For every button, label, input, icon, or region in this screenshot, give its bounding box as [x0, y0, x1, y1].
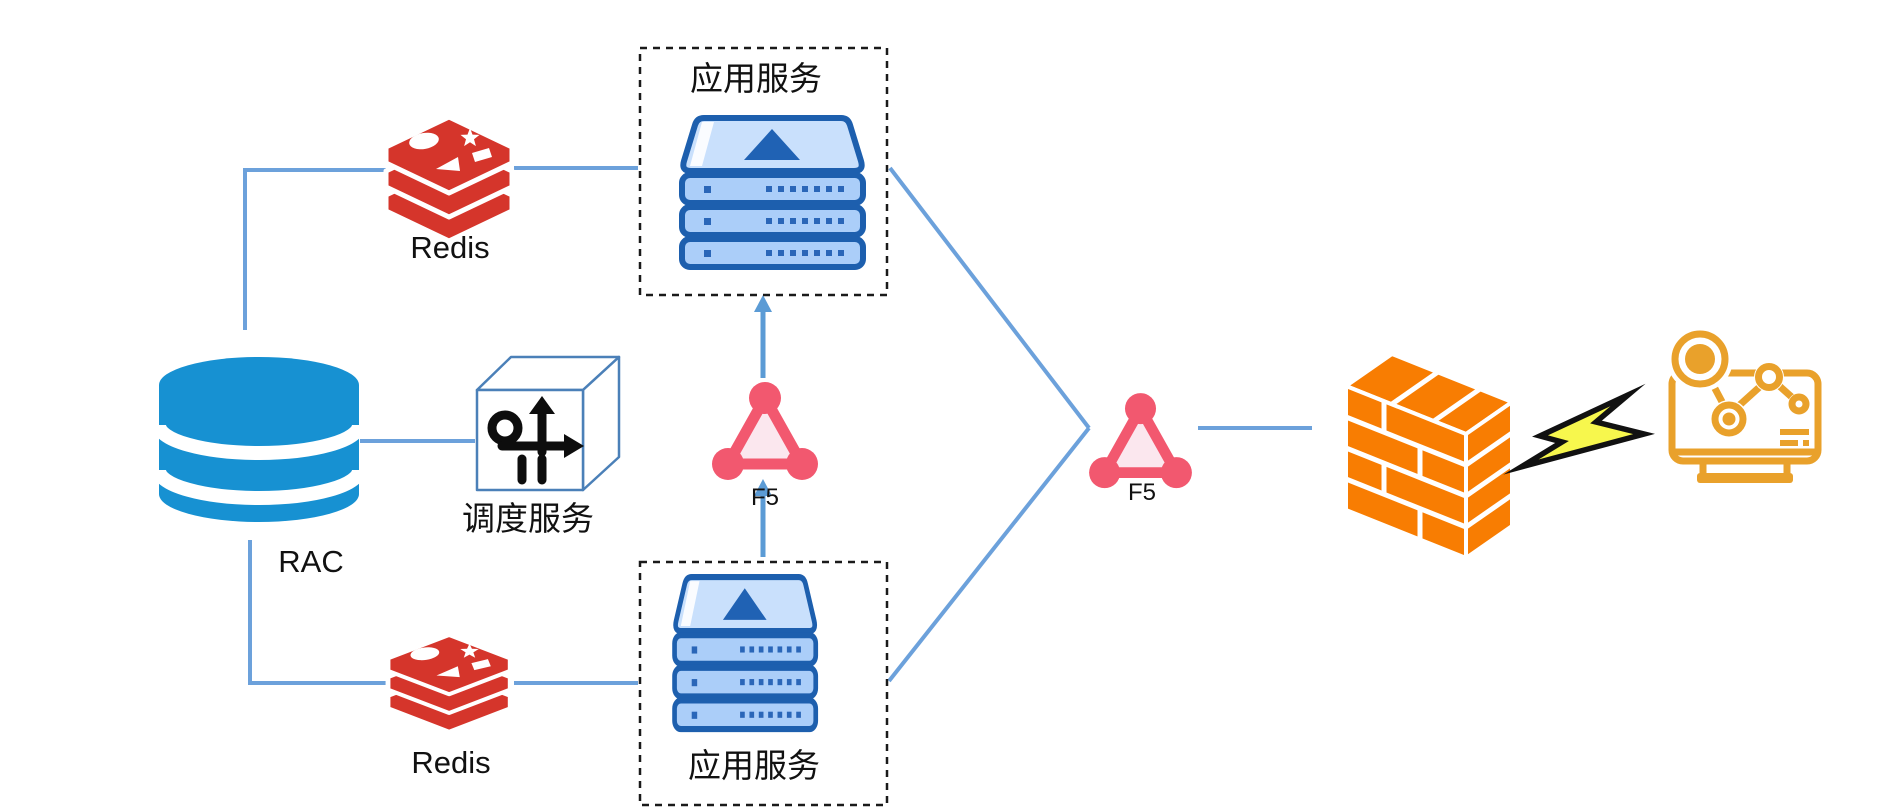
monitor-stand-base: [1697, 473, 1793, 483]
brick-mortar-lines: [1345, 369, 1514, 540]
monitor-analytics-icon: [1667, 326, 1822, 483]
app-service-bottom-dashed-box: [638, 560, 889, 807]
connector-rac-redis-bottom: [248, 540, 386, 685]
app-service-bottom-label: 应用服务: [688, 748, 820, 785]
firewall-brick-wall-icon: [1344, 352, 1514, 560]
redis-icon: [388, 635, 510, 732]
rac-database-node: RAC: [152, 357, 366, 579]
monitor-screen: [1668, 369, 1822, 465]
connector-app-bottom-f5-right: [887, 426, 1091, 683]
arrow-f5-to-app-top: [754, 295, 772, 378]
routing-arrows-glyph: [487, 396, 584, 485]
screen-text-bars: [1780, 429, 1809, 446]
f5-load-balancer-icon: [1089, 393, 1192, 488]
network-graph-glyph: [1667, 326, 1810, 438]
f5-right-label: F5: [1128, 479, 1156, 506]
monitoring-node: [1667, 326, 1822, 483]
connector-lines: [243, 166, 1312, 685]
scheduler-node: 调度服务: [462, 355, 621, 538]
lightning-node: [1503, 383, 1655, 475]
app-service-bottom-node: 应用服务: [638, 560, 889, 807]
scheduler-label: 调度服务: [462, 501, 594, 538]
redis-icon: [386, 117, 512, 241]
redis-top-node: Redis: [386, 117, 512, 265]
app-server-stack-icon: [675, 577, 816, 729]
connector-app-top-f5-right: [888, 166, 1091, 430]
redis-bottom-label: Redis: [411, 745, 490, 780]
lightning-bolt-icon: [1503, 383, 1655, 475]
database-icon: [152, 357, 366, 522]
connector-rac-redis-top: [243, 168, 386, 330]
redis-bottom-node: Redis: [388, 635, 510, 780]
rac-label: RAC: [278, 544, 343, 579]
f5-middle-node: F5: [712, 382, 818, 511]
f5-load-balancer-icon: [712, 382, 818, 480]
scheduler-cube-icon: [475, 355, 621, 492]
redis-top-label: Redis: [410, 230, 489, 265]
f5-middle-label: F5: [751, 484, 779, 511]
app-service-top-label: 应用服务: [690, 61, 822, 98]
app-server-stack-icon: [682, 118, 863, 267]
firewall-node: [1344, 352, 1514, 560]
f5-right-node: F5: [1089, 393, 1192, 506]
app-service-top-dashed-box: [638, 46, 889, 297]
app-service-top-node: 应用服务: [638, 46, 889, 297]
arrow-app-bottom-to-f5: [754, 479, 772, 557]
